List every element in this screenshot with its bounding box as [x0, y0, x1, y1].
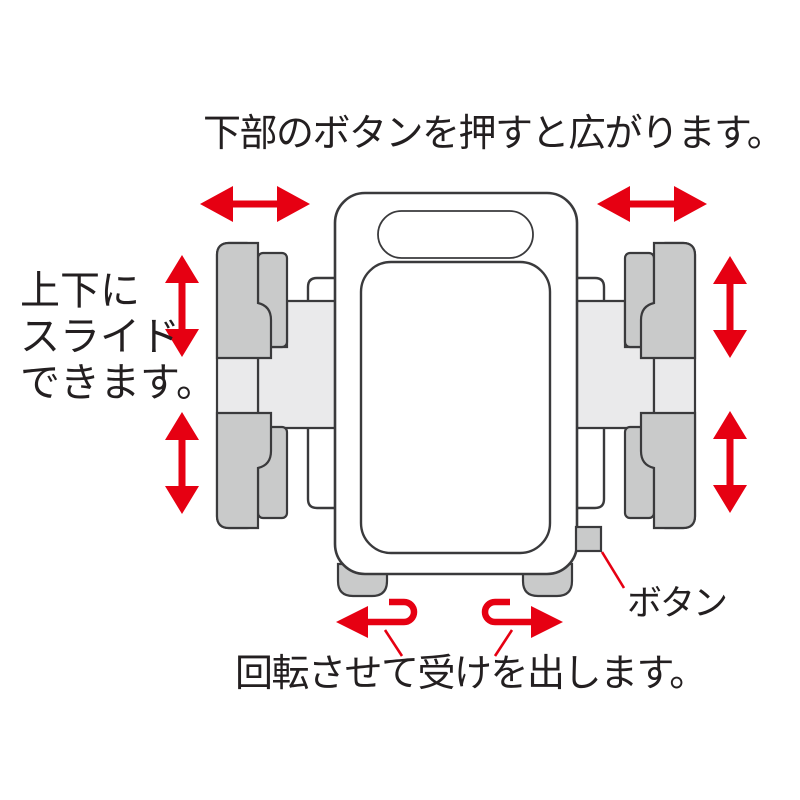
bottom-instruction-text: 回転させて受けを出します。	[235, 653, 707, 695]
left-clamp	[215, 241, 347, 530]
rotate-leader-line-right	[493, 629, 514, 657]
holder-back-panel	[359, 260, 552, 555]
button-leader-line	[600, 551, 626, 589]
release-button	[574, 525, 603, 553]
expand-arrow-left-icon	[200, 186, 310, 222]
slide-arrow-lower-right-icon	[713, 411, 747, 513]
expand-arrow-right-icon	[597, 186, 707, 222]
top-instruction-text: 下部のボタンを押すと広がります。	[203, 113, 785, 155]
slide-arrow-upper-right-icon	[713, 256, 747, 358]
rotate-arrow-right-icon	[481, 598, 563, 638]
side-instruction-text: 上下に スライド できます。	[20, 269, 216, 405]
holder-handle-cutout	[377, 210, 534, 259]
right-clamp	[565, 241, 697, 530]
slide-arrow-lower-left-icon	[165, 412, 199, 514]
rotate-leader-line-left	[383, 629, 404, 657]
button-label-text: ボタン	[627, 584, 728, 623]
rotate-arrow-left-icon	[336, 598, 418, 638]
